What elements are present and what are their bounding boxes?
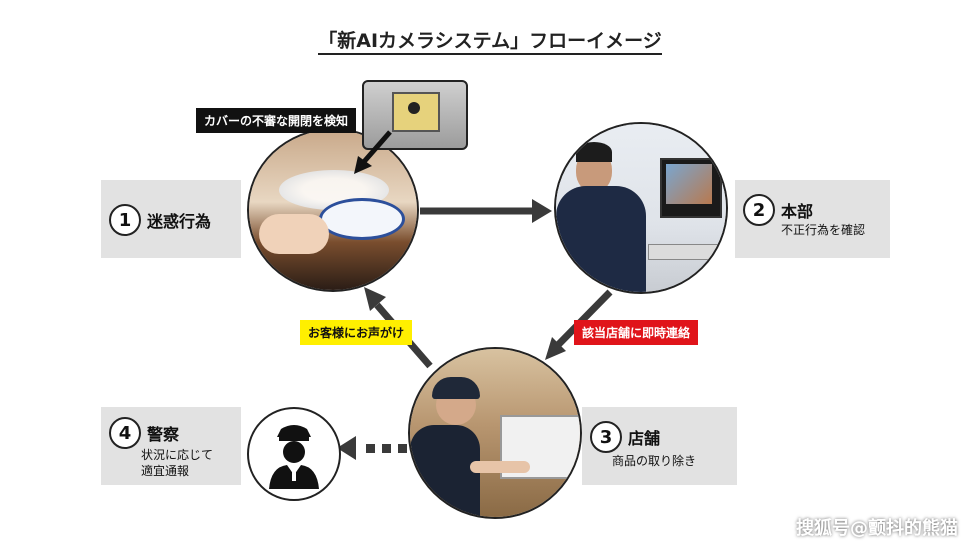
arrow-step1-to-step2 [420, 199, 552, 223]
step-1-number: 1 [109, 204, 141, 236]
callout-store-contact: 該当店舗に即時連絡 [574, 320, 699, 345]
callout-cover-detect: カバーの不審な開閉を検知 [196, 108, 357, 133]
callout-store-contact-text: 該当店舗に即時連絡 [582, 326, 691, 340]
step-4-subtitle: 状況に応じて 適宜通報 [141, 448, 214, 478]
step-2-number: 2 [743, 194, 775, 226]
camera-pointer-arrow [354, 130, 392, 174]
camera-lens-icon [408, 102, 420, 114]
photo-hq-operator [554, 122, 728, 294]
step-1-title: 迷惑行為 [147, 212, 212, 231]
police-officer-icon [247, 407, 341, 501]
step-2-title: 本部 [781, 202, 814, 221]
step-3-title: 店舗 [628, 429, 661, 448]
step-4-title: 警察 [147, 425, 180, 444]
diagram-title: 「新AIカメラシステム」フローイメージ [0, 26, 980, 55]
callout-customer-call: お客様にお声がけ [300, 320, 413, 345]
watermark: 搜狐号@颤抖的熊猫 [796, 518, 958, 539]
step-4-number: 4 [109, 417, 141, 449]
arrow-step3-to-step4 [337, 436, 407, 460]
step-2-subtitle: 不正行為を確認 [781, 223, 866, 237]
step-1-box: 1 迷惑行為 [101, 180, 241, 258]
step-3-number: 3 [590, 421, 622, 453]
step-3-box: 3 店舗 商品の取り除き [582, 407, 737, 485]
photo-store-staff [408, 347, 582, 519]
photo-sushi-conveyor [247, 128, 419, 292]
step-4-box: 4 警察 状況に応じて 適宜通報 [101, 407, 241, 485]
callout-customer-call-text: お客様にお声がけ [308, 326, 405, 340]
camera-inset-photo [362, 80, 468, 150]
callout-cover-detect-text: カバーの不審な開閉を検知 [204, 114, 349, 128]
step-3-subtitle: 商品の取り除き [612, 454, 697, 468]
step-2-box: 2 本部 不正行為を確認 [735, 180, 890, 258]
diagram-title-text: 「新AIカメラシステム」フローイメージ [318, 30, 662, 55]
